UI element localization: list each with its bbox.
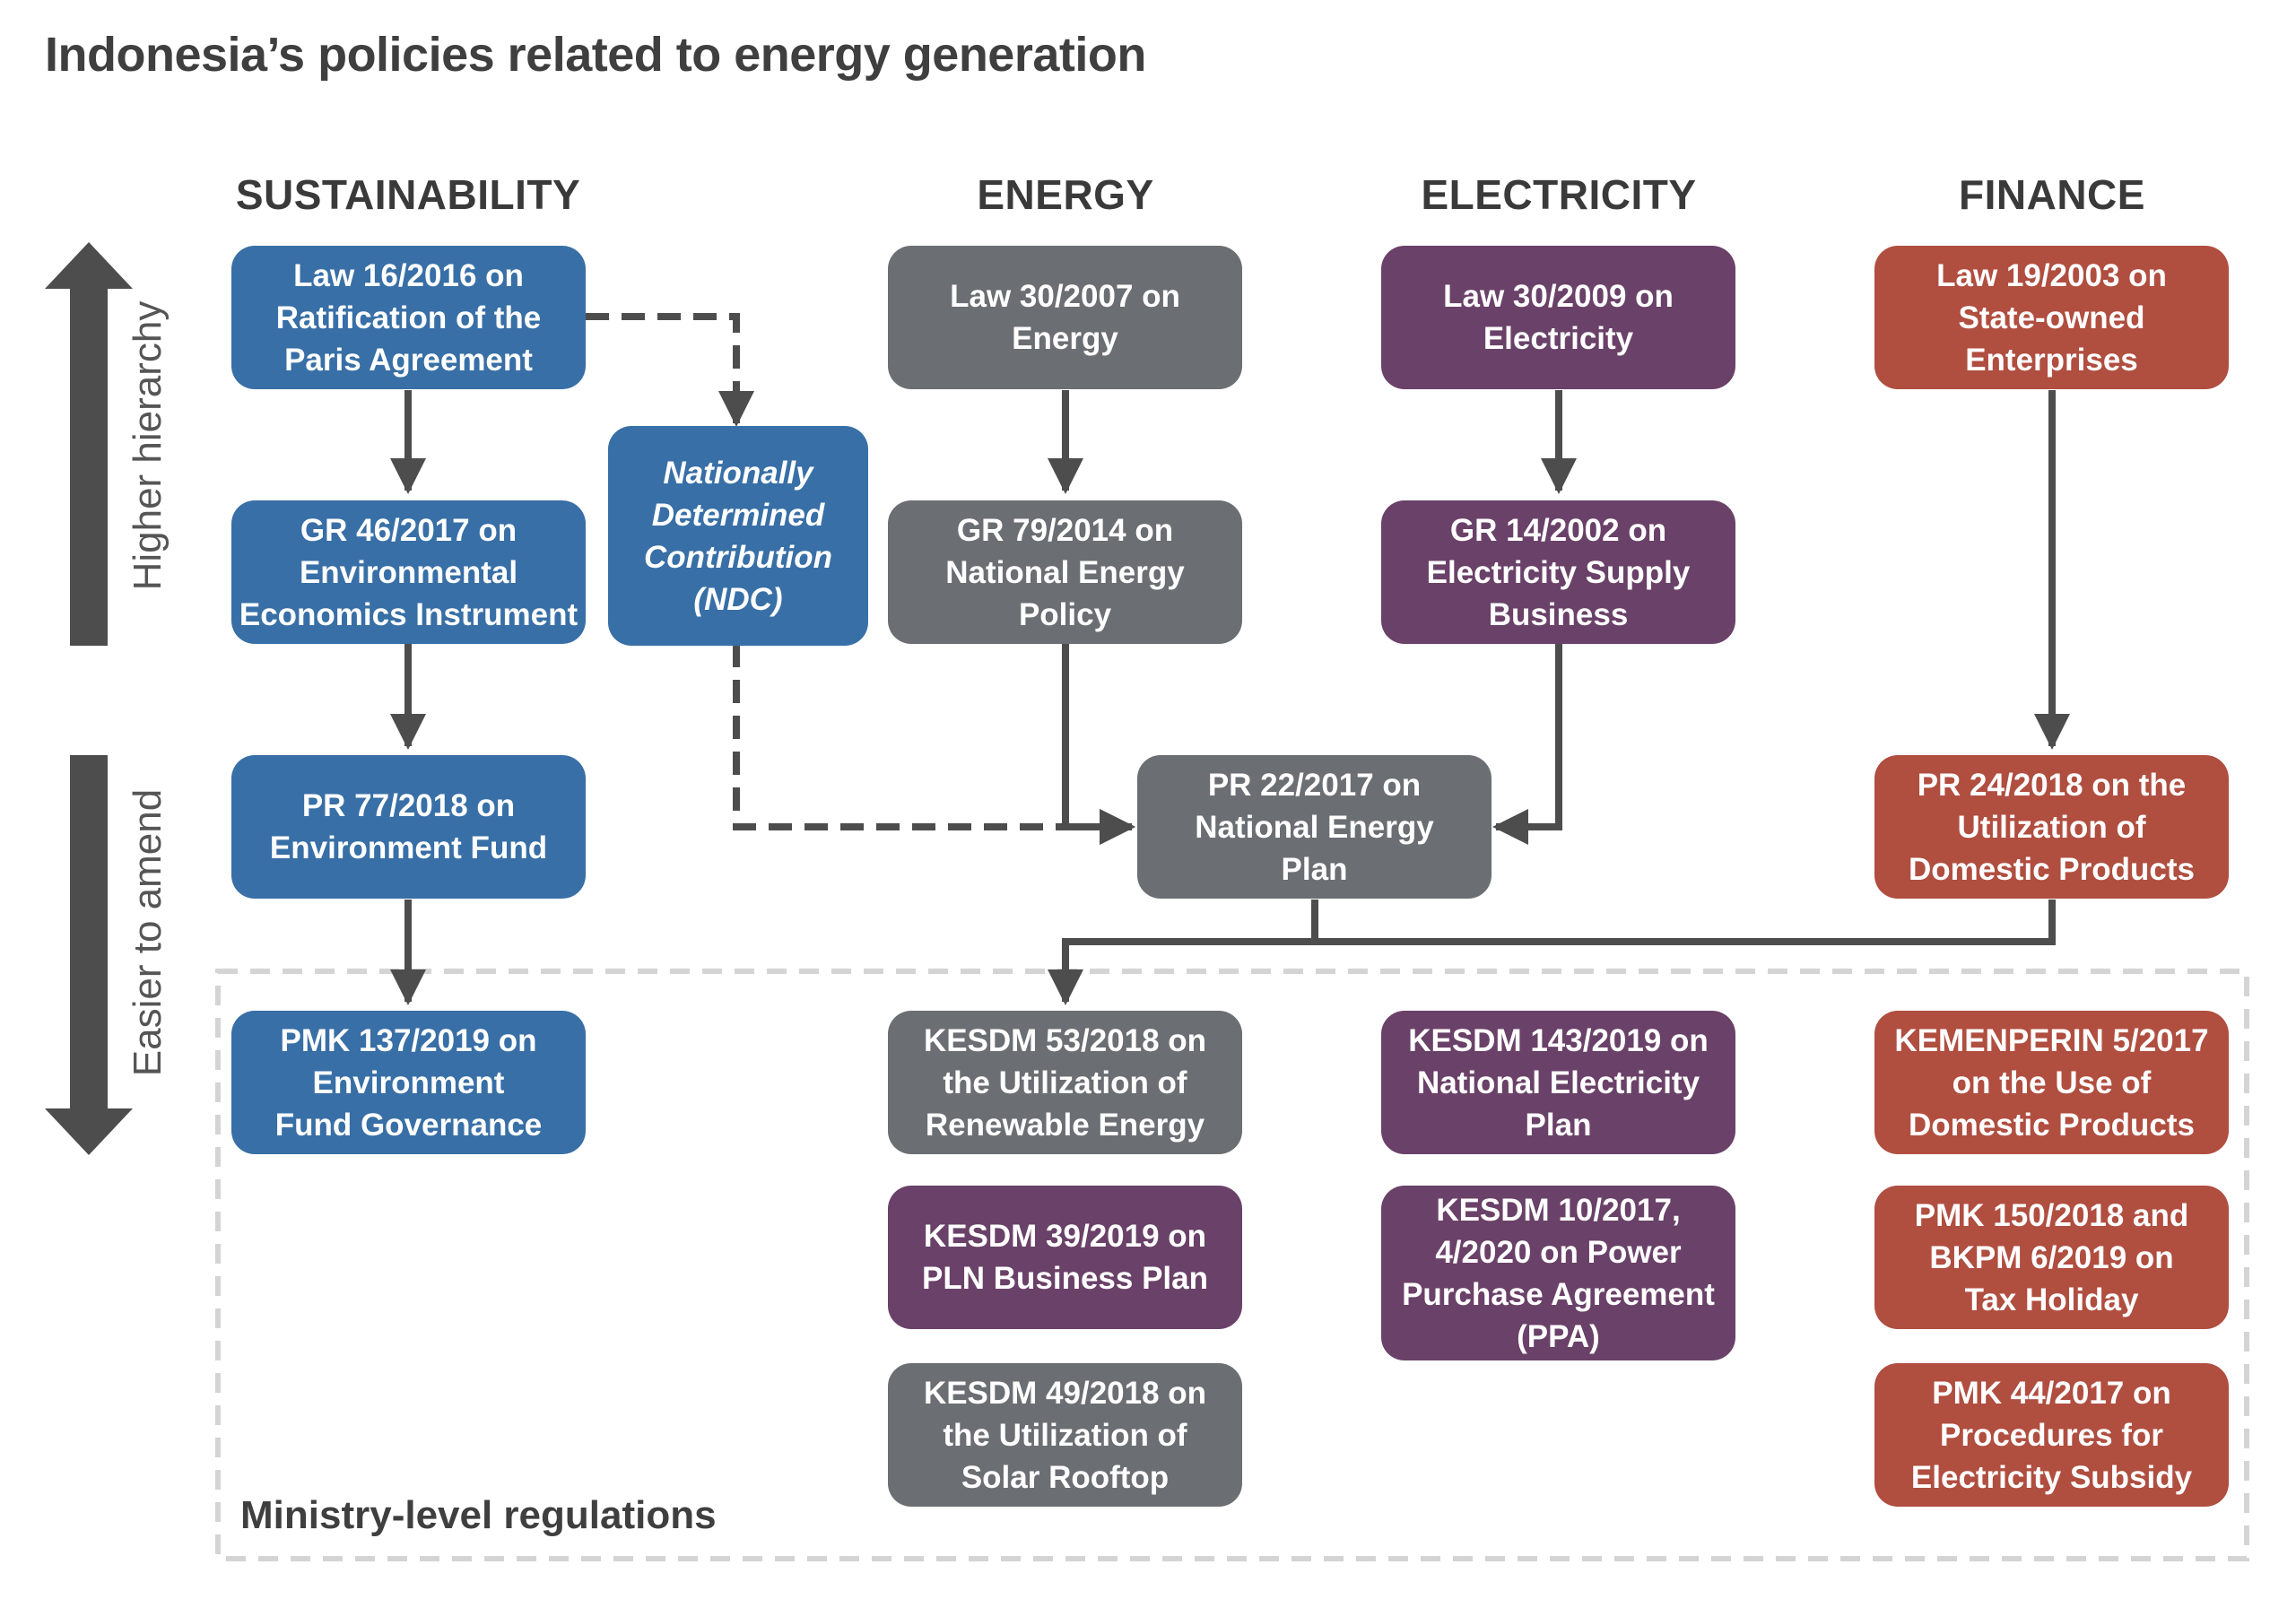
dashed-arrow-law16-to-ndc [586, 313, 754, 427]
box-law-30-2009: Law 30/2009 on Electricity [1381, 246, 1735, 389]
arrow-pr22-to-kesdm53 [1048, 900, 1318, 1005]
box-kesdm-10-2017: KESDM 10/2017, 4/2020 on Power Purchase … [1381, 1186, 1735, 1360]
column-header-electricity: ELECTRICITY [1421, 171, 1697, 218]
box-ndc: Nationally Determined Contribution (NDC) [608, 426, 868, 646]
arrow-gr14-to-pr22 [1492, 644, 1562, 845]
box-law-19-2003: Law 19/2003 on State-owned Enterprises [1874, 246, 2229, 389]
page-title: Indonesia’s policies related to energy g… [45, 28, 1146, 82]
dashed-arrow-ndc-to-pr22 [733, 644, 1135, 845]
box-kesdm-39-2019: KESDM 39/2019 on PLN Business Plan [888, 1186, 1242, 1329]
box-pr-24-2018: PR 24/2018 on the Utilization of Domesti… [1874, 755, 2229, 899]
box-pmk-44-2017: PMK 44/2017 on Procedures for Electricit… [1874, 1363, 2229, 1507]
ministry-level-label: Ministry-level regulations [240, 1493, 717, 1537]
box-gr-79-2014: GR 79/2014 on National Energy Policy [888, 500, 1242, 644]
box-pmk-137-2019: PMK 137/2019 on Environment Fund Governa… [231, 1011, 586, 1154]
easier-to-amend-label: Easier to amend [126, 788, 170, 1077]
box-law-16-2016: Law 16/2016 on Ratification of the Paris… [231, 246, 586, 389]
column-header-sustainability: SUSTAINABILITY [235, 171, 581, 218]
box-pr-77-2018: PR 77/2018 on Environment Fund [231, 755, 586, 899]
box-kesdm-49-2018: KESDM 49/2018 on the Utilization of Sola… [888, 1363, 1242, 1507]
hierarchy-double-arrow [45, 242, 133, 1155]
box-kemenperin-5-2017: KEMENPERIN 5/2017 on the Use of Domestic… [1874, 1011, 2229, 1154]
arrow-gr79-to-pr22 [1062, 644, 1135, 845]
column-header-finance: FINANCE [1959, 171, 2145, 218]
ministry-level-frame [215, 969, 2249, 1561]
box-pmk-150-2018: PMK 150/2018 and BKPM 6/2019 on Tax Holi… [1874, 1186, 2229, 1329]
box-gr-14-2002: GR 14/2002 on Electricity Supply Busines… [1381, 500, 1735, 644]
box-law-30-2007: Law 30/2007 on Energy [888, 246, 1242, 389]
box-gr-46-2017: GR 46/2017 on Environmental Economics In… [231, 500, 586, 644]
box-pr-22-2017: PR 22/2017 on National Energy Plan [1137, 755, 1492, 899]
column-header-energy: ENERGY [977, 171, 1154, 218]
box-kesdm-53-2018: KESDM 53/2018 on the Utilization of Rene… [888, 1011, 1242, 1154]
box-kesdm-143-2019: KESDM 143/2019 on National Electricity P… [1381, 1011, 1735, 1154]
higher-hierarchy-label: Higher hierarchy [126, 300, 170, 591]
